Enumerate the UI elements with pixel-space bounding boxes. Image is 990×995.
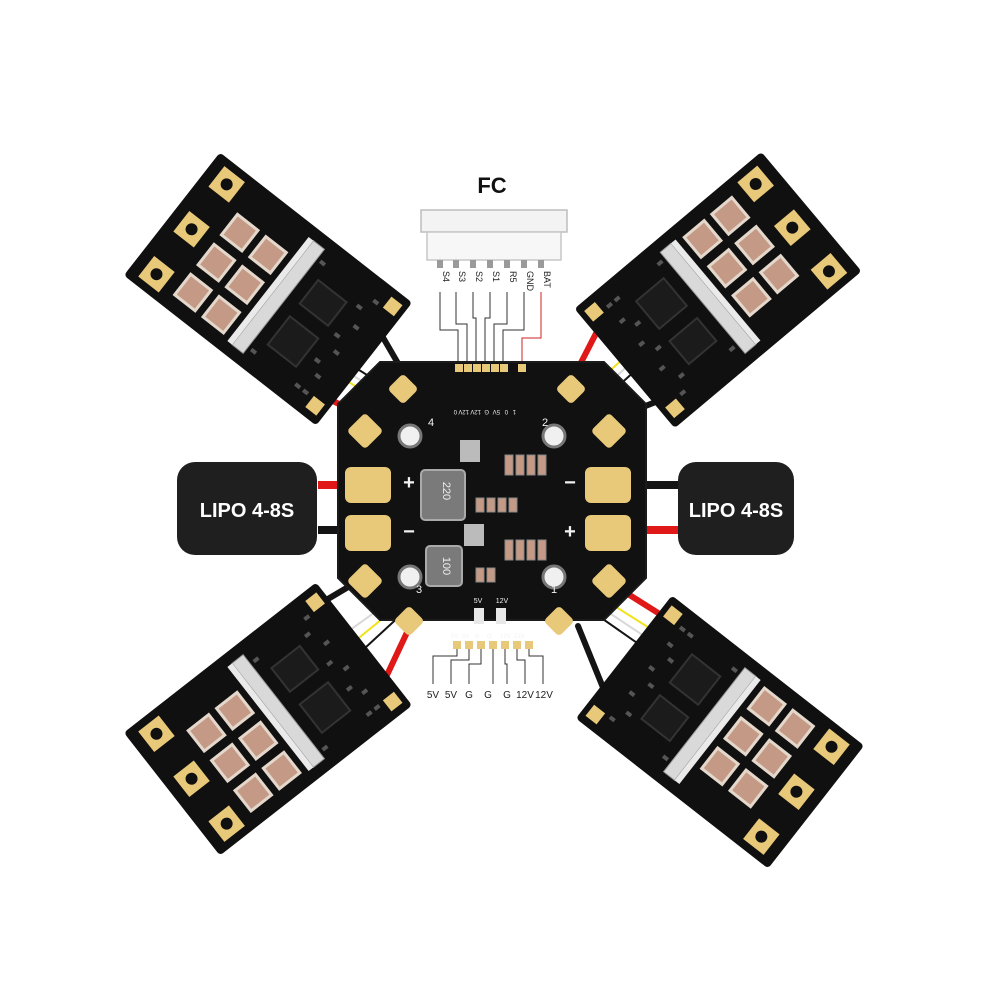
power-pin-label: G	[484, 690, 492, 701]
power-pin-label: G	[503, 690, 511, 701]
plus-sign-right: +	[564, 521, 576, 543]
inductor-label-100: 100	[440, 557, 452, 575]
fc-pin-label: R5	[508, 271, 518, 283]
board-pin-label: 5V	[451, 634, 458, 640]
power-pin-label: G	[465, 690, 473, 701]
board-top-pin-label: 5V	[493, 408, 500, 414]
fc-pin-label: BAT	[542, 271, 552, 288]
board-pin-label: G	[487, 634, 492, 640]
board-top-pin-label: 12V	[458, 408, 469, 414]
power-pin-label: 12V	[516, 690, 534, 701]
fc-pin-label: GND	[525, 271, 535, 292]
minus-sign-left: −	[403, 521, 415, 543]
power-pin-label: 12V	[535, 690, 553, 701]
power-pin-label: 5V	[427, 690, 440, 701]
fc-pin-label: S3	[457, 271, 467, 282]
fc-pin-label: S1	[491, 271, 501, 282]
esc-number-3: 3	[416, 584, 422, 596]
battery-right-label: LIPO 4-8S	[689, 500, 783, 522]
minus-sign-right: −	[564, 472, 576, 494]
esc-board-bottom-left	[122, 580, 414, 858]
fc-pin-label: S4	[441, 271, 451, 282]
board-pin-label: 12V	[500, 634, 511, 640]
board-pin-label: 5V	[462, 634, 469, 640]
inductor-label-220: 220	[440, 482, 452, 500]
board-labels: + − − + 220 100 5V 12V 5V 5V G G 12V 12V…	[403, 408, 576, 640]
board-top-pin-label: G	[484, 408, 489, 414]
pdb-board	[337, 361, 647, 649]
board-label-5v: 5V	[474, 598, 483, 605]
power-pin-label: 5V	[445, 690, 458, 701]
esc-board-bottom-right	[574, 593, 866, 871]
battery-right: LIPO 4-8S	[678, 462, 794, 555]
board-top-pin-label: 0	[504, 408, 508, 414]
esc-number-2: 2	[542, 417, 548, 429]
fc-label: FC	[477, 173, 506, 198]
battery-left: LIPO 4-8S	[177, 462, 317, 555]
board-top-pin-label: 1	[512, 408, 516, 414]
board-label-12v: 12V	[496, 598, 509, 605]
battery-left-label: LIPO 4-8S	[200, 500, 294, 522]
power-pin-labels: 5V 5V G G G 12V 12V	[427, 690, 553, 701]
fc-pin-labels: S4 S3 S2 S1 R5 GND BAT	[441, 271, 552, 292]
board-pin-label: 12V	[514, 634, 525, 640]
power-leader-lines	[432, 649, 544, 684]
esc-number-1: 1	[551, 584, 557, 596]
board-top-pin-label: 12V	[470, 408, 481, 414]
fc-leader-lines	[439, 292, 542, 362]
esc-number-4: 4	[428, 417, 434, 429]
fc-pin-label: S2	[474, 271, 484, 282]
plus-sign-left: +	[403, 472, 415, 494]
board-pin-label: G	[475, 634, 480, 640]
fc-connector	[420, 209, 568, 268]
board-top-pin-label: 0	[453, 408, 457, 414]
